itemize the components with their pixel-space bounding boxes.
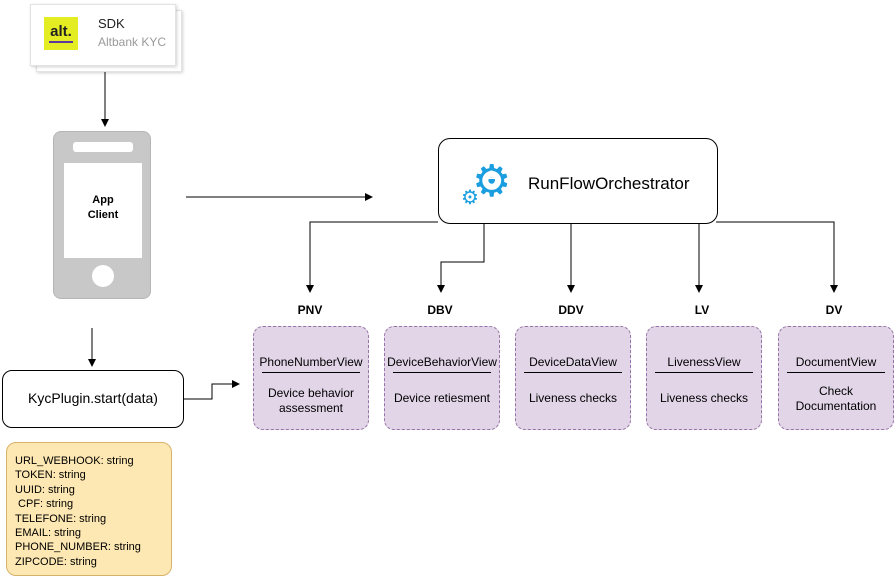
view-document <box>778 326 894 430</box>
app-client-line1: App <box>92 194 114 206</box>
plugin-code-pnv: PNV <box>297 303 323 317</box>
plugin-code-lv: LV <box>694 303 710 317</box>
phone-screen <box>64 163 142 258</box>
view-device-data <box>515 326 631 430</box>
view-device-behavior <box>384 326 500 430</box>
kyc-plugin-box <box>2 370 184 428</box>
param-item: ZIPCODE: string <box>15 555 97 568</box>
view-desc-dv: Check Documentation <box>778 384 894 414</box>
arrow-to-pnv <box>306 221 438 293</box>
view-desc-line: assessment <box>278 401 344 415</box>
app-client-label: App Client <box>64 193 142 223</box>
app-client-line2: Client <box>87 209 119 221</box>
view-divider <box>262 372 360 373</box>
view-name-lv: LivenessView <box>667 355 741 369</box>
view-desc-lv: Liveness checks <box>646 391 762 406</box>
view-desc-line: Device retiesment <box>393 391 491 405</box>
kyc-plugin-label: KycPlugin.start(data) <box>28 390 158 406</box>
param-item: TELEFONE: string <box>15 512 107 525</box>
phone-speaker <box>73 142 133 152</box>
run-flow-orchestrator-box <box>438 138 718 224</box>
view-desc-pnv: Device behavior assessment <box>253 386 369 416</box>
params-note <box>6 442 172 576</box>
view-name-ddv: DeviceDataView <box>529 355 617 369</box>
plugin-code-dbv: DBV <box>427 303 453 317</box>
param-item: PHONE_NUMBER: string <box>15 541 141 554</box>
view-liveness <box>646 326 762 430</box>
param-item: EMAIL: string <box>15 527 82 540</box>
view-name-dv: DocumentView <box>795 355 877 369</box>
view-divider <box>655 372 753 373</box>
arrow-to-dv <box>716 221 838 293</box>
view-name-pnv: PhoneNumberView <box>259 355 363 369</box>
altbank-logo: alt. <box>44 17 78 50</box>
arrow-kyc-to-views <box>184 380 240 400</box>
view-phone-number <box>253 326 369 430</box>
sdk-subtitle: Altbank KYC <box>98 35 167 49</box>
view-divider <box>787 372 885 373</box>
view-divider <box>393 372 491 373</box>
view-desc-dbv: Device retiesment <box>384 391 500 406</box>
plugin-code-ddv: DDV <box>558 303 584 317</box>
view-desc-line: Liveness checks <box>528 391 618 405</box>
gear-icon: ⚙ <box>472 157 512 206</box>
param-item: URL_WEBHOOK: string <box>15 455 134 467</box>
view-name-dbv: DeviceBehaviorView <box>387 355 497 369</box>
arrow-to-dbv <box>437 224 485 293</box>
param-item: UUID: string <box>15 483 75 496</box>
view-divider <box>524 372 622 373</box>
logo-underline <box>49 41 73 43</box>
params-list: URL_WEBHOOK: string TOKEN: string UUID: … <box>15 454 141 569</box>
view-desc-line: Check <box>818 384 853 398</box>
param-item: TOKEN: string <box>15 469 86 482</box>
orchestrator-label: RunFlowOrchestrator <box>528 174 690 193</box>
small-gear-icon: ⚙ <box>461 187 479 209</box>
view-desc-line: Device behavior <box>267 386 355 400</box>
view-desc-line: Documentation <box>795 399 877 413</box>
view-desc-ddv: Liveness checks <box>515 391 631 406</box>
view-desc-line: Liveness checks <box>659 391 749 405</box>
sdk-title: SDK <box>98 16 125 31</box>
phone-home-button <box>92 265 114 287</box>
plugin-code-dv: DV <box>825 303 843 317</box>
lightning-icon: ϟ <box>487 166 499 191</box>
param-item: CPF: string <box>15 498 74 511</box>
